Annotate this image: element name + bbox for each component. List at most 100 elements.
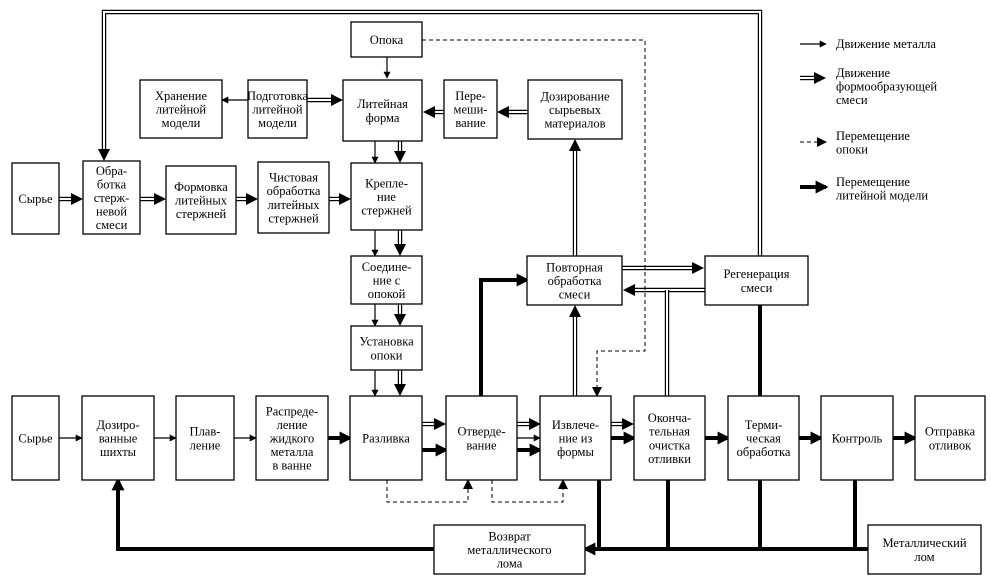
mix-arrow (307, 94, 343, 106)
flask-movement-dashed (386, 39, 646, 503)
mix-arrow (423, 106, 444, 118)
mix-return-povtornaya (569, 139, 581, 256)
node-label: Отверде- (457, 425, 505, 439)
legend-labels: Движение металлаДвижениеформообразующейс… (836, 37, 937, 203)
connectors (59, 9, 918, 556)
node-label: жидкого (269, 432, 314, 446)
node-label: Контроль (832, 432, 883, 446)
mix-regen-to-obrabotka (98, 9, 763, 256)
node-label: Опока (370, 33, 404, 47)
node-label: стержней (361, 204, 412, 218)
metal-flow-arrows (59, 57, 541, 442)
node-label: стерж- (94, 191, 130, 205)
node-label: Возврат (488, 529, 531, 543)
node-label: Дозирование (540, 89, 610, 103)
node-label: литейной (156, 103, 207, 117)
node-label: сырьевых (549, 103, 602, 117)
node-label: ботка (97, 177, 127, 191)
process-steps: ОпокаХранениелитейноймоделиПодготовкалит… (11, 21, 986, 575)
node-label: меши- (454, 103, 488, 117)
node-label: тельная (649, 425, 690, 439)
node-label: Отправка (925, 425, 976, 439)
mix-arrow (394, 370, 406, 396)
node-box (349, 395, 423, 481)
mix-arrow (394, 304, 406, 326)
node-box (139, 79, 223, 139)
node-label: Сырье (18, 432, 53, 446)
node-label: Обра- (96, 164, 127, 178)
legend: Движение металлаДвижениеформообразующейс… (800, 37, 937, 203)
node-label: вание (466, 438, 497, 452)
node-label: смеси (559, 288, 591, 302)
node-label: обработка (548, 274, 602, 288)
node-label: стержней (176, 207, 227, 221)
node-label: материалов (544, 117, 605, 131)
mix-arrow (517, 418, 541, 430)
node-label: Плав- (190, 425, 221, 439)
node-label: шихты (100, 445, 137, 459)
node-syrye-bottom: Сырье (11, 395, 60, 481)
node-label: смеси (96, 218, 128, 232)
node-box (633, 395, 706, 481)
node-label: вание (455, 116, 486, 130)
mix-arrow (140, 193, 166, 205)
node-label: лом (914, 550, 934, 564)
mix-povt-to-regen (622, 262, 704, 274)
node-label: смеси (741, 281, 773, 295)
node-label: формы (557, 445, 594, 459)
node-label: опоки (371, 348, 403, 362)
node-label: Формовка (174, 180, 228, 194)
legend-symbol-mix (800, 72, 826, 84)
node-box (82, 160, 141, 235)
node-label: Установка (359, 335, 414, 349)
mix-regen-to-povt (623, 284, 705, 296)
node-box (255, 395, 329, 481)
mix-arrow (329, 193, 351, 205)
node-label: обработка (737, 445, 791, 459)
node-label: Извлече- (552, 418, 599, 432)
node-box (350, 21, 423, 58)
node-peremeshivanie: Пере-меши-вание (443, 79, 498, 139)
node-box (704, 255, 809, 306)
node-label: Металлический (882, 536, 966, 550)
node-label: Повторная (546, 260, 603, 274)
mix-arrow (422, 418, 446, 430)
node-label: Регенерация (723, 267, 789, 281)
legend-label-mix: формообразующей (836, 80, 937, 94)
node-label: ление (277, 418, 308, 432)
mix-return-izvlechenie (569, 305, 581, 396)
node-label: ние с (373, 274, 401, 288)
mix-arrow (394, 141, 406, 163)
node-label: металла (271, 445, 314, 459)
legend-label-mix: смеси (836, 93, 868, 107)
node-label: Разливка (362, 432, 410, 446)
legend-label-metal: Движение металла (836, 37, 936, 51)
mix-arrow (497, 106, 528, 118)
node-label: металлического (467, 543, 551, 557)
node-plavlenie: Плав-ление (175, 395, 235, 481)
node-label: ние из (559, 432, 593, 446)
node-opoka: Опока (350, 21, 423, 58)
node-razlivka: Разливка (349, 395, 423, 481)
mix-arrow (611, 418, 634, 430)
node-box (175, 395, 235, 481)
node-label: ние (377, 190, 396, 204)
node-label: обработка (267, 184, 321, 198)
mix-arrow (236, 193, 258, 205)
node-otverdevanie: Отверде-вание (445, 395, 518, 481)
node-label: невой (96, 205, 127, 219)
legend-label-pattern: литейной модели (836, 189, 928, 203)
node-box (247, 79, 308, 139)
node-label: лома (497, 557, 523, 571)
